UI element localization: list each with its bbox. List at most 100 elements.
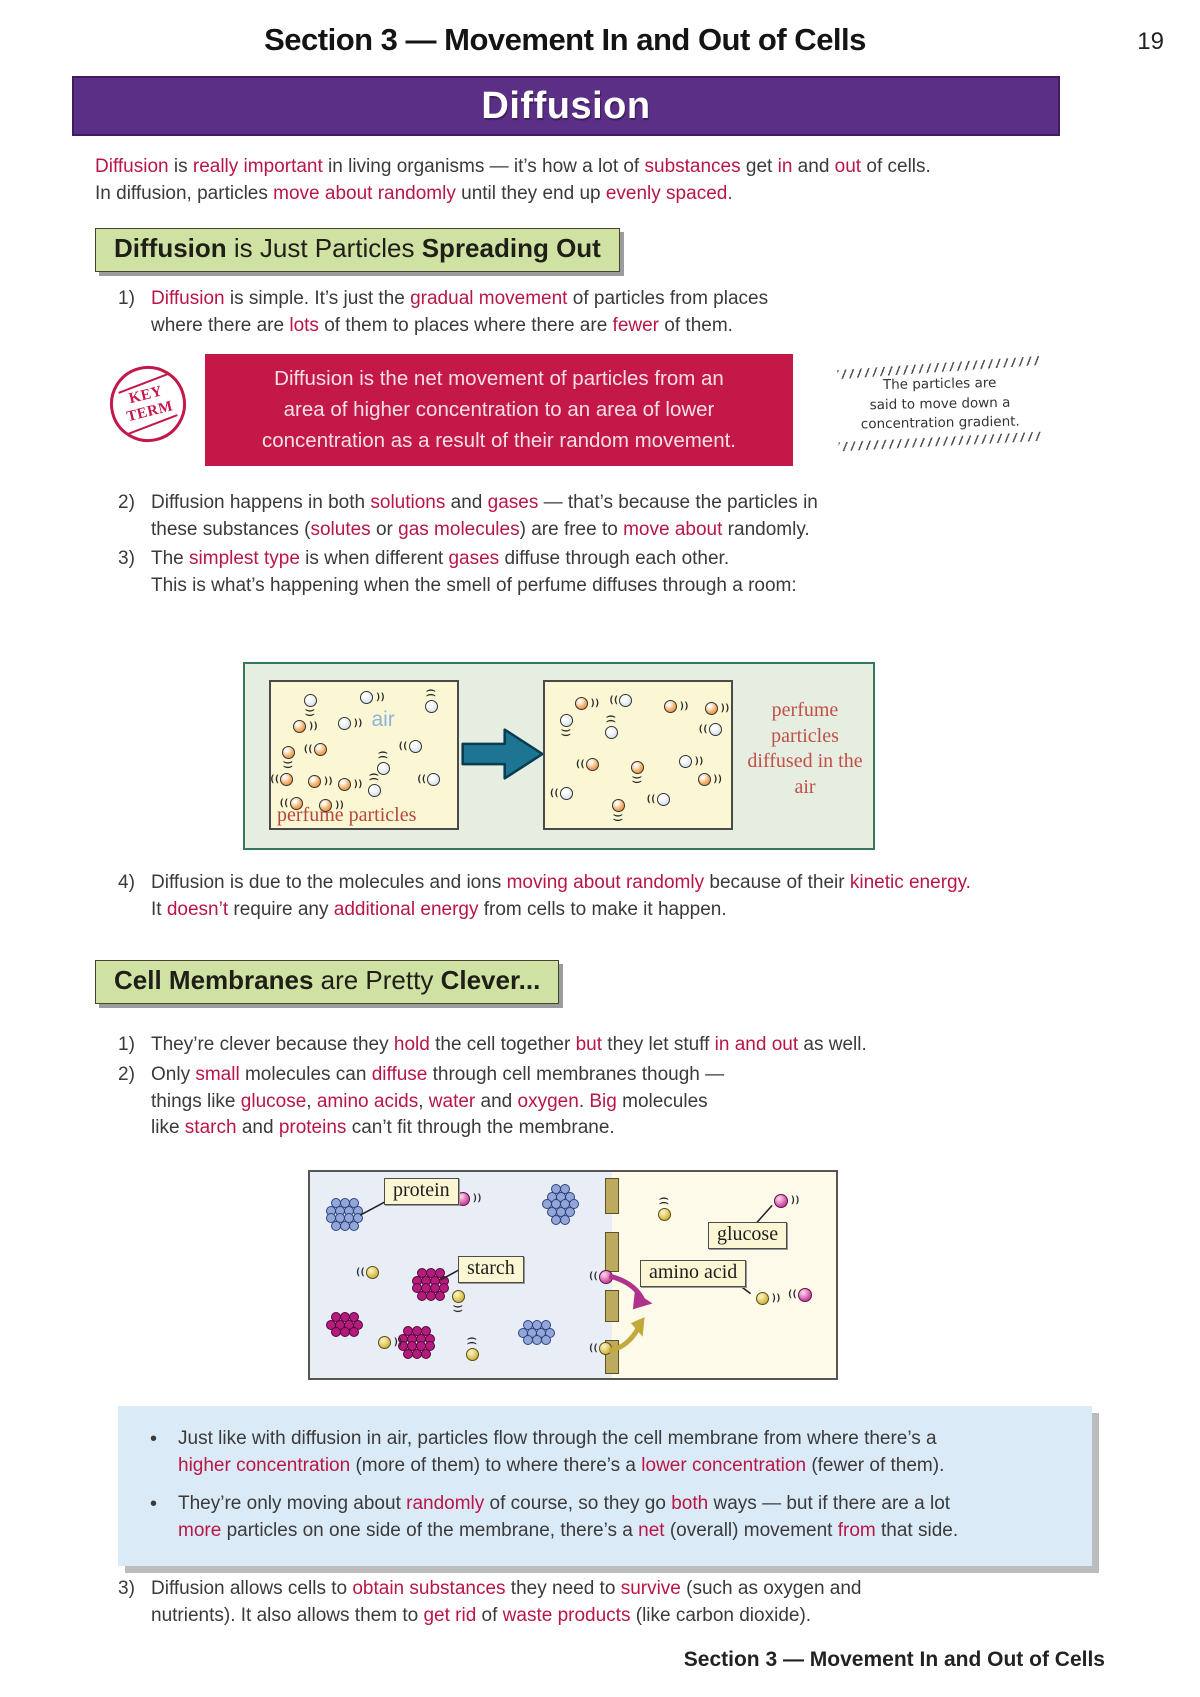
item-number: 3) <box>118 1578 135 1599</box>
cell-membrane-diagram: protein starch glucose amino acid <box>308 1170 838 1380</box>
intro-paragraph: Diffusion is really important in living … <box>95 156 931 204</box>
arrow-right-icon <box>461 728 544 780</box>
air-particle <box>549 787 573 801</box>
item-text: They’re clever because they hold the cel… <box>151 1034 867 1055</box>
air-particle <box>608 693 633 707</box>
air-particle <box>360 690 384 704</box>
perfume-particle <box>282 746 296 760</box>
glucose-molecule <box>588 1270 613 1284</box>
bullet-item: • They’re only moving about randomly of … <box>144 1491 1066 1544</box>
air-particle <box>398 740 422 754</box>
starch-label: starch <box>458 1256 524 1283</box>
perfume-particle <box>269 772 294 786</box>
list-item: 2) Diffusion happens in both solutions a… <box>118 490 1068 543</box>
bullet-text: They’re only moving about randomly of co… <box>178 1493 959 1541</box>
air-particle <box>425 699 439 713</box>
list-item: 1) Diffusion is simple. It’s just the gr… <box>118 286 1068 339</box>
key-term-stamp-icon: KEY TERM <box>101 357 195 451</box>
air-particle <box>646 792 670 806</box>
heading-cell-membranes: Cell Membranes are Pretty Clever... <box>95 960 560 1004</box>
amino-acid-molecule <box>756 1292 780 1305</box>
air-particle <box>377 762 391 776</box>
list-item: 4) Diffusion is due to the molecules and… <box>118 870 1068 923</box>
glucose-molecule <box>774 1194 799 1208</box>
item-number: 1) <box>118 288 135 309</box>
perfume-particle <box>308 775 332 789</box>
item-text: Diffusion happens in both solutions and … <box>151 492 818 540</box>
air-particle <box>367 784 381 798</box>
glucose-label: glucose <box>708 1222 788 1249</box>
perfume-particle <box>611 798 625 812</box>
perfume-particle <box>697 772 722 786</box>
item-text: Diffusion is simple. It’s just the gradu… <box>151 288 769 336</box>
summary-box: • Just like with diffusion in air, parti… <box>118 1406 1092 1567</box>
gas-box-after <box>543 680 733 830</box>
perfume-particle <box>337 778 362 792</box>
air-particle <box>604 725 618 739</box>
starch-molecule <box>326 1312 368 1352</box>
amino-acid-molecule <box>658 1208 671 1221</box>
amino-acid-label: amino acid <box>640 1260 747 1287</box>
list-item: 2) Only small molecules can diffuse thro… <box>118 1062 1068 1142</box>
protein-molecule <box>542 1184 584 1225</box>
air-particle <box>337 717 362 731</box>
perfume-particle <box>575 757 599 771</box>
item-text: Only small molecules can diffuse through… <box>151 1064 725 1139</box>
membrane-segment <box>605 1290 619 1322</box>
perfume-particles-label: perfume particles <box>277 804 417 826</box>
perfume-particle <box>574 696 599 710</box>
protein-molecule <box>518 1320 560 1360</box>
bullet-text: Just like with diffusion in air, particl… <box>178 1428 945 1476</box>
page-title-banner: Diffusion <box>72 76 1060 136</box>
heading-particles-spreading-out: Diffusion is Just Particles Spreading Ou… <box>95 228 620 272</box>
air-particle <box>416 772 441 786</box>
perfume-particle <box>303 743 327 757</box>
perfume-diffusion-diagram: air perfume particles perfume particles … <box>243 662 875 850</box>
item-number: 3) <box>118 548 135 569</box>
perfume-particle <box>319 798 343 812</box>
page-title: Diffusion <box>481 84 651 127</box>
item-number: 1) <box>118 1034 135 1055</box>
section-header: Section 3 — Movement In and Out of Cells <box>264 22 866 57</box>
footer-section-title: Section 3 — Movement In and Out of Cells <box>683 1648 1105 1671</box>
perfume-particle <box>293 719 317 733</box>
list-item: 3) Diffusion allows cells to obtain subs… <box>118 1576 1068 1629</box>
bullet-icon: • <box>150 1493 158 1516</box>
perfume-particle <box>664 699 688 713</box>
amino-acid-molecule <box>466 1348 479 1361</box>
starch-molecule <box>398 1326 440 1366</box>
air-particle <box>304 693 318 707</box>
air-particle <box>698 722 722 736</box>
perfume-particle <box>704 702 729 716</box>
starch-molecule <box>412 1268 454 1308</box>
air-particle <box>559 714 573 728</box>
item-text: The simplest type is when different gase… <box>151 548 797 596</box>
perfume-particle <box>279 797 303 811</box>
item-number: 2) <box>118 492 135 513</box>
key-term-definition: Diffusion is the net movement of particl… <box>205 354 793 467</box>
list-item: 3) The simplest type is when different g… <box>118 546 1068 599</box>
item-number: 4) <box>118 872 135 893</box>
item-text: Diffusion allows cells to obtain substan… <box>151 1578 862 1626</box>
diffused-perfume-label: perfume particles diffused in the air <box>747 699 863 798</box>
air-label: air <box>371 708 395 732</box>
item-number: 2) <box>118 1064 135 1085</box>
membrane-segment <box>605 1232 619 1272</box>
amino-acid-molecule <box>588 1342 612 1355</box>
gas-box-before: air perfume particles <box>269 680 459 830</box>
list-item: 1) They’re clever because they hold the … <box>118 1032 1068 1059</box>
protein-molecule <box>326 1198 368 1238</box>
membrane-segment <box>605 1178 619 1214</box>
amino-acid-molecule <box>378 1336 402 1349</box>
air-particle <box>678 755 703 768</box>
page-number: 19 <box>1137 28 1164 55</box>
amino-acid-molecule <box>452 1290 465 1303</box>
bullet-icon: • <box>150 1428 158 1450</box>
perfume-particle <box>630 760 644 774</box>
bullet-item: • Just like with diffusion in air, parti… <box>144 1426 1066 1479</box>
glucose-molecule <box>787 1288 812 1302</box>
amino-acid-molecule <box>355 1266 379 1279</box>
